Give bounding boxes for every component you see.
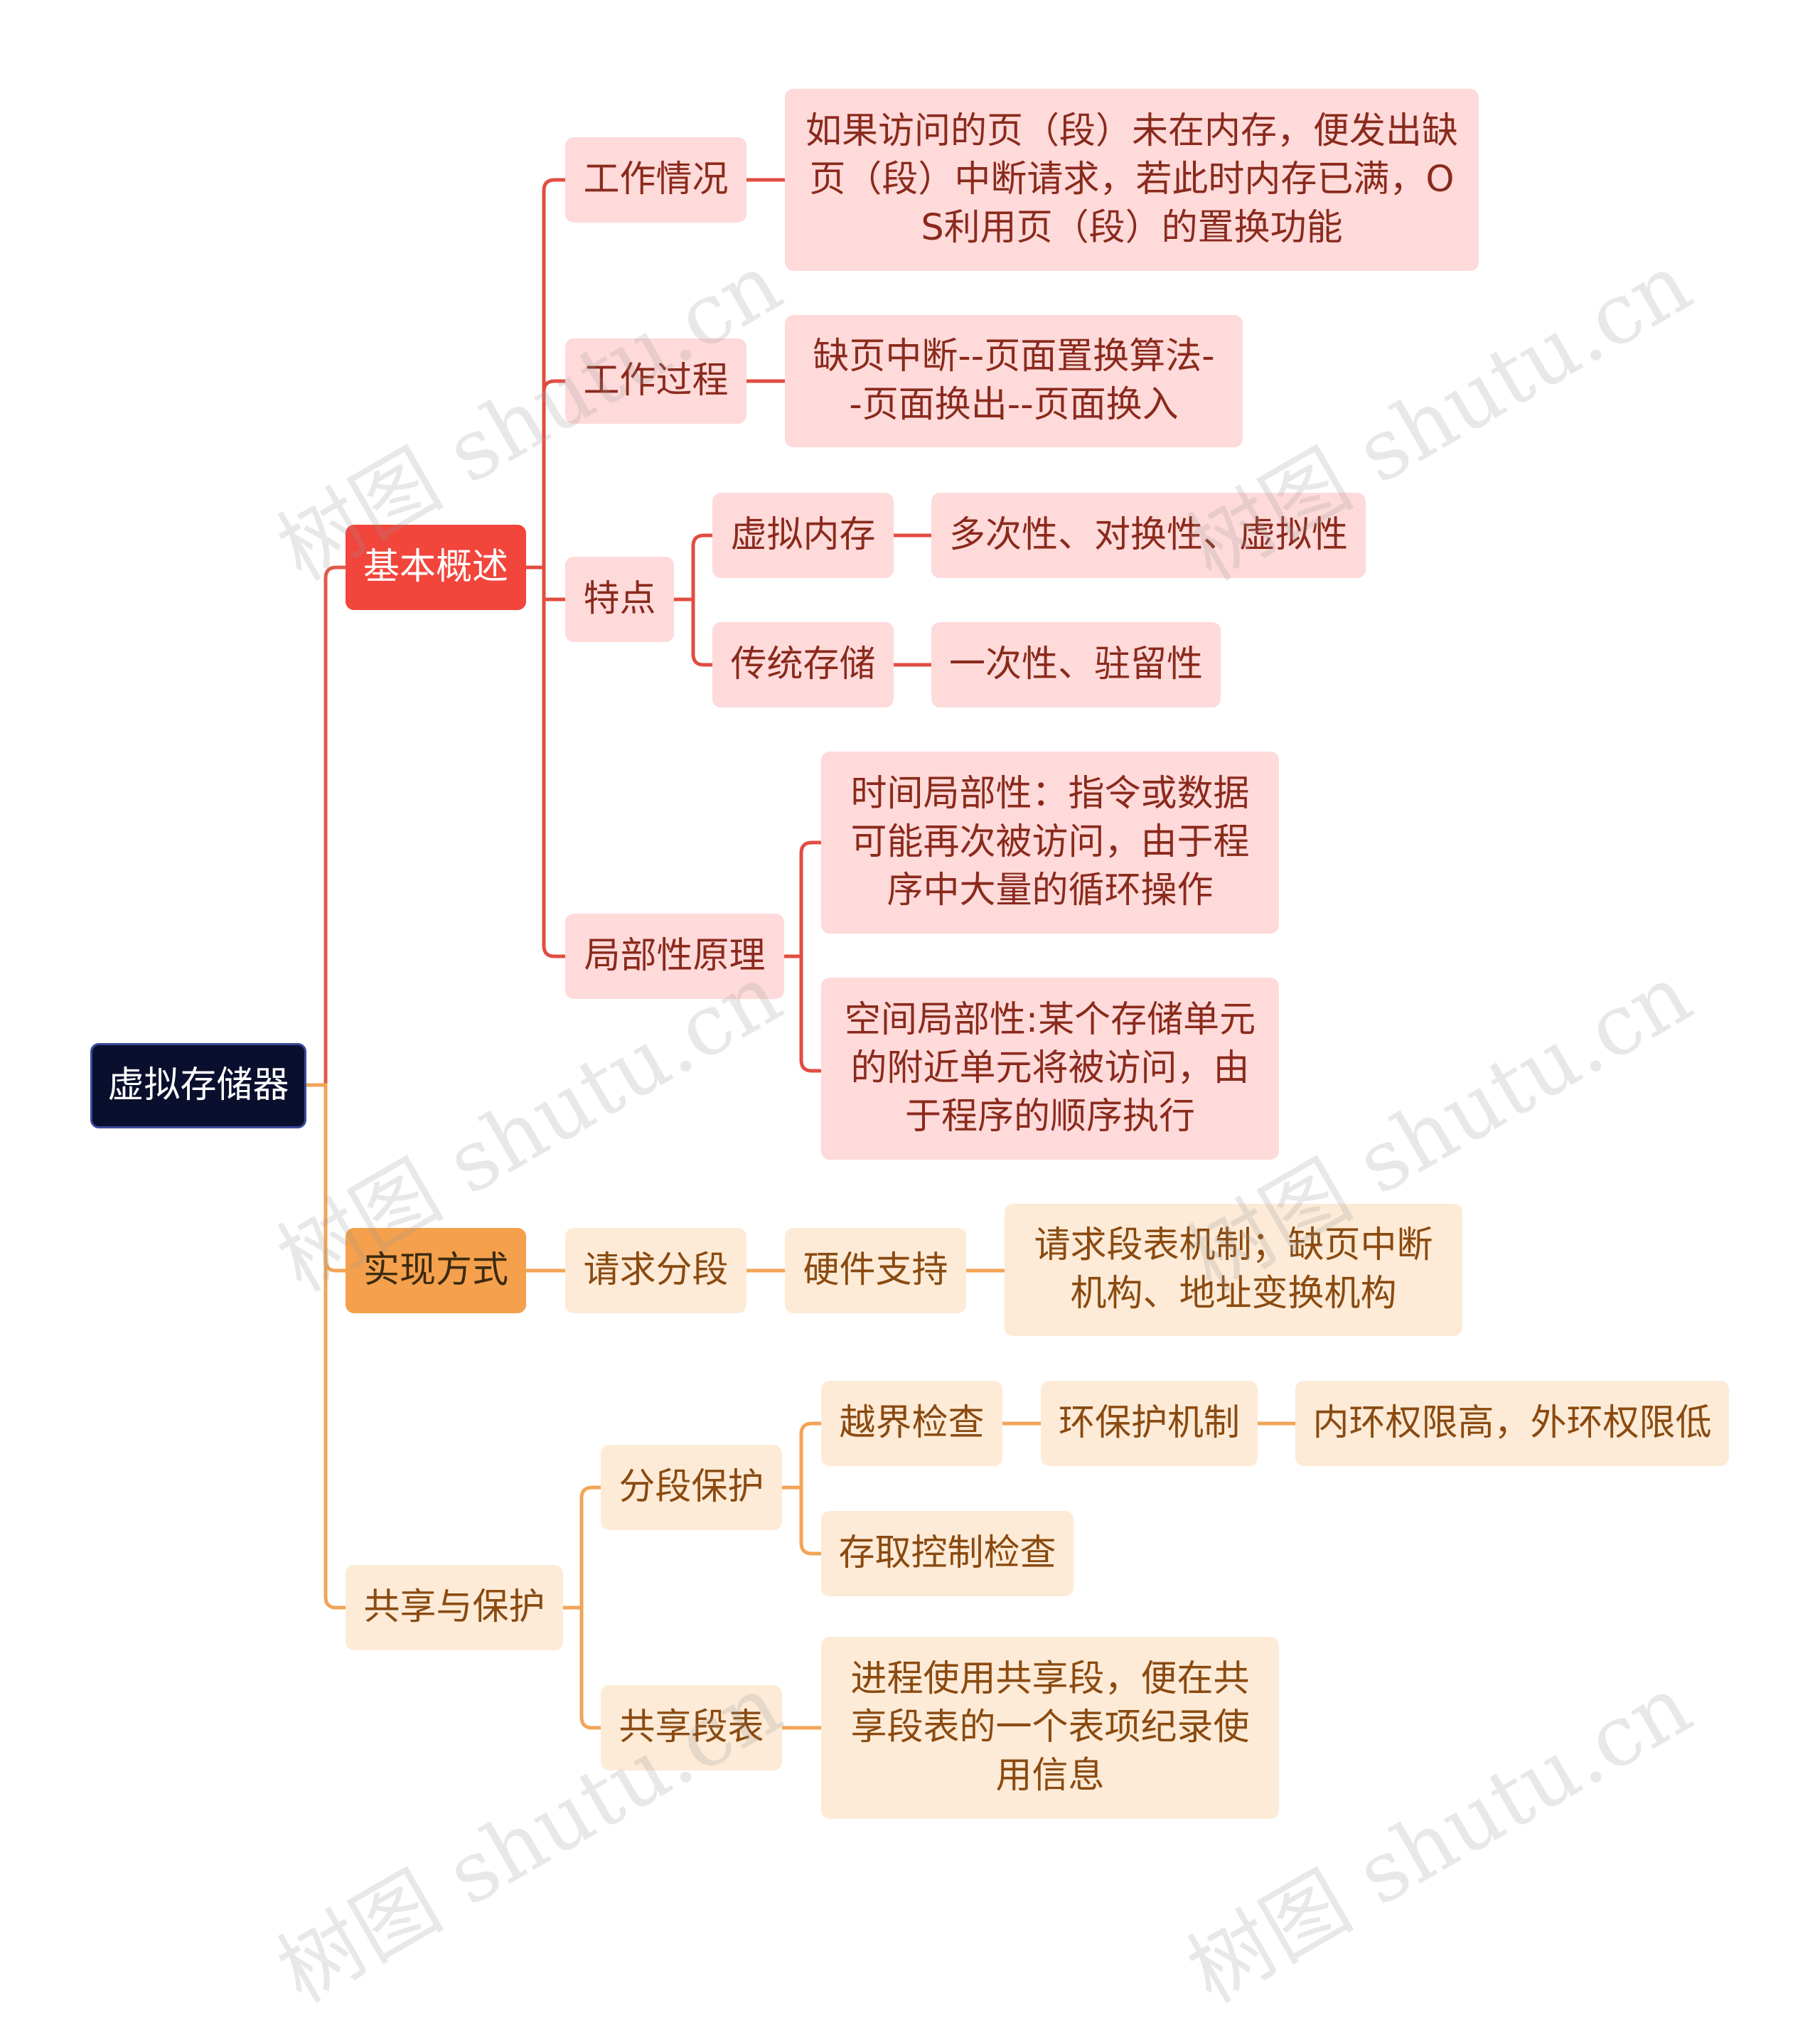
shared-table-detail-line: 进程使用共享段，便在共 <box>850 1658 1250 1700</box>
work-process-detail-line: -页面换出--页面换入 <box>849 384 1179 426</box>
work-process-label: 工作过程 <box>583 360 729 402</box>
ring-protection-label: 环保护机制 <box>1058 1402 1240 1444</box>
features-node[interactable]: 特点 <box>565 557 674 642</box>
bounds-check-label: 越界检查 <box>839 1402 985 1444</box>
traditional-storage-node[interactable]: 传统存储 <box>712 622 894 707</box>
hardware-support-label: 硬件支持 <box>803 1249 948 1291</box>
virtual-memory-detail-node[interactable]: 多次性、对换性、虚拟性 <box>931 493 1366 578</box>
sharing-links <box>561 1421 1297 1730</box>
ring-protection-detail: 内环权限高，外环权限低 <box>1312 1402 1712 1444</box>
work-state-label: 工作情况 <box>583 159 729 201</box>
ring-protection-node[interactable]: 环保护机制 <box>1041 1381 1258 1466</box>
work-process-detail-line: 缺页中断--页面置换算法- <box>813 336 1215 378</box>
locality-label: 局部性原理 <box>584 935 766 977</box>
hardware-detail-line: 机构、地址变换机构 <box>1070 1273 1397 1315</box>
basics-links <box>524 178 933 1073</box>
temporal-locality-line: 可能再次被访问，由于程 <box>850 821 1250 863</box>
implementation-node[interactable]: 实现方式 <box>346 1228 526 1313</box>
spatial-locality-line: 空间局部性:某个存储单元 <box>844 999 1256 1041</box>
virtual-memory-detail: 多次性、对换性、虚拟性 <box>948 514 1348 556</box>
locality-node[interactable]: 局部性原理 <box>565 914 784 999</box>
basics-label: 基本概述 <box>363 546 508 588</box>
virtual-memory-node[interactable]: 虚拟内存 <box>712 493 894 578</box>
traditional-storage-label: 传统存储 <box>730 643 876 685</box>
basics-node[interactable]: 基本概述 <box>346 525 526 610</box>
temporal-locality-line: 序中大量的循环操作 <box>887 870 1214 912</box>
virtual-memory-label: 虚拟内存 <box>730 514 876 556</box>
work-process-node[interactable]: 工作过程 <box>565 338 746 424</box>
shared-segment-table-detail-node[interactable]: 进程使用共享段，便在共 享段表的一个表项纪录使 用信息 <box>821 1637 1279 1819</box>
request-segment-node[interactable]: 请求分段 <box>565 1228 746 1313</box>
work-state-detail-node[interactable]: 如果访问的页（段）未在内存，便发出缺 页（段）中断请求，若此时内存已满，O S利… <box>785 89 1479 271</box>
implementation-label: 实现方式 <box>363 1249 508 1291</box>
shared-segment-table-label: 共享段表 <box>619 1706 764 1748</box>
access-control-label: 存取控制检查 <box>838 1532 1056 1574</box>
hardware-support-node[interactable]: 硬件支持 <box>785 1228 966 1313</box>
segment-protection-node[interactable]: 分段保护 <box>601 1445 782 1530</box>
hardware-detail-line: 请求段表机制；缺页中断 <box>1034 1224 1433 1266</box>
connector-lines <box>304 178 1297 1730</box>
traditional-storage-detail: 一次性、驻留性 <box>948 643 1203 685</box>
spatial-locality-line: 的附近单元将被访问，由 <box>850 1047 1250 1089</box>
hardware-detail-node[interactable]: 请求段表机制；缺页中断 机构、地址变换机构 <box>1005 1204 1462 1336</box>
features-label: 特点 <box>583 578 656 620</box>
work-state-detail-line: 页（段）中断请求，若此时内存已满，O <box>809 159 1455 201</box>
work-process-detail-node[interactable]: 缺页中断--页面置换算法- -页面换出--页面换入 <box>785 315 1243 447</box>
work-state-detail-line: 如果访问的页（段）未在内存，便发出缺 <box>805 110 1458 152</box>
temporal-locality-node[interactable]: 时间局部性：指令或数据 可能再次被访问，由于程 序中大量的循环操作 <box>821 752 1279 934</box>
segment-protection-label: 分段保护 <box>619 1466 764 1508</box>
shared-table-detail-line: 用信息 <box>995 1755 1105 1797</box>
spatial-locality-node[interactable]: 空间局部性:某个存储单元 的附近单元将被访问，由 于程序的顺序执行 <box>821 978 1279 1160</box>
spatial-locality-line: 于程序的顺序执行 <box>904 1096 1195 1138</box>
root-node[interactable]: 虚拟存储器 <box>90 1043 306 1128</box>
work-state-node[interactable]: 工作情况 <box>565 137 746 223</box>
root-links <box>304 565 348 1610</box>
work-state-detail-line: S利用页（段）的置换功能 <box>921 207 1343 249</box>
access-control-node[interactable]: 存取控制检查 <box>821 1511 1074 1596</box>
traditional-storage-detail-node[interactable]: 一次性、驻留性 <box>931 622 1221 707</box>
root-label: 虚拟存储器 <box>107 1064 289 1106</box>
bounds-check-node[interactable]: 越界检查 <box>821 1381 1002 1466</box>
shared-segment-table-node[interactable]: 共享段表 <box>601 1685 782 1770</box>
temporal-locality-line: 时间局部性：指令或数据 <box>850 773 1250 815</box>
ring-protection-detail-node[interactable]: 内环权限高，外环权限低 <box>1295 1381 1729 1466</box>
sharing-node[interactable]: 共享与保护 <box>346 1565 563 1650</box>
request-segment-label: 请求分段 <box>583 1249 729 1291</box>
sharing-label: 共享与保护 <box>363 1586 545 1628</box>
shared-table-detail-line: 享段表的一个表项纪录使 <box>850 1706 1250 1748</box>
